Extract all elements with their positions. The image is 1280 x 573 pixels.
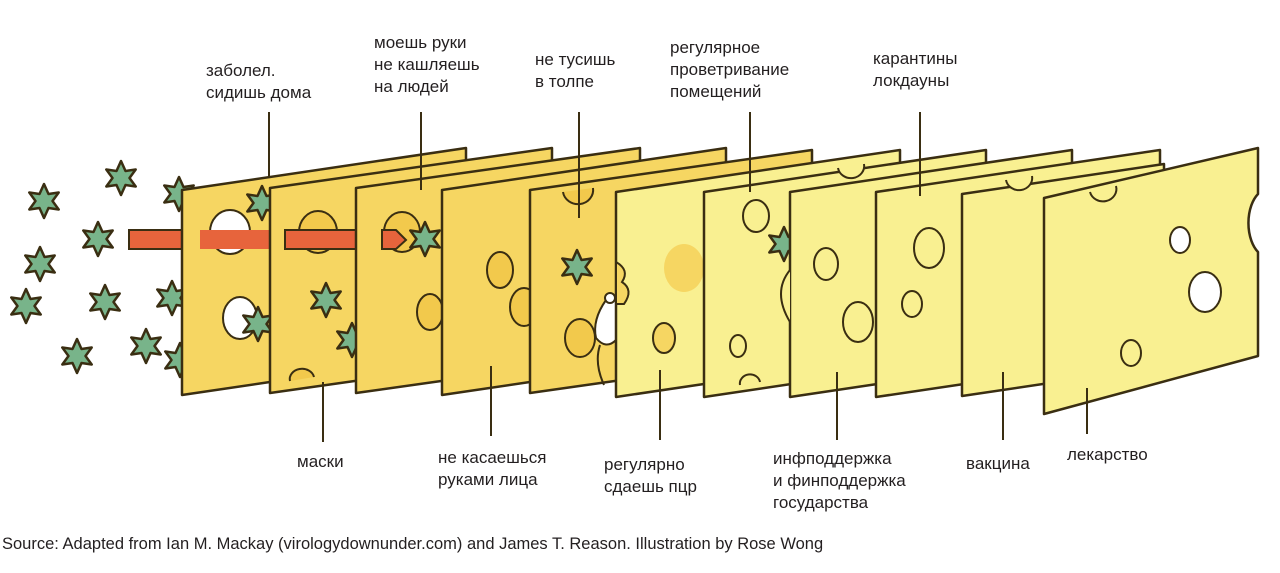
label-avoid-crowds: не тусишь в толпе [535,50,616,91]
label-ventilation: регулярное проветривание помещений [670,38,790,101]
top-leader-lines [268,112,921,218]
label-medicine: лекарство [1067,445,1148,464]
label-wash-hands: моешь руки не кашляешь на людей [374,33,480,96]
label-lockdowns: карантины локдауны [873,49,958,90]
label-government-support: инфподдержка и финподдержка государства [773,449,906,512]
label-vaccine: вакцина [966,454,1030,473]
label-sick-stay-home: заболел. сидишь дома [206,61,312,102]
cheese-slice-11 [1042,146,1260,416]
source-caption: Source: Adapted from Ian M. Mackay (viro… [2,535,824,553]
bottom-leader-lines [322,366,1088,442]
virus-cloud [10,159,196,379]
label-no-face-touching: не касаешься руками лица [438,448,547,489]
label-masks: маски [297,452,344,471]
label-pcr-testing: регулярно сдаешь пцр [604,455,697,496]
